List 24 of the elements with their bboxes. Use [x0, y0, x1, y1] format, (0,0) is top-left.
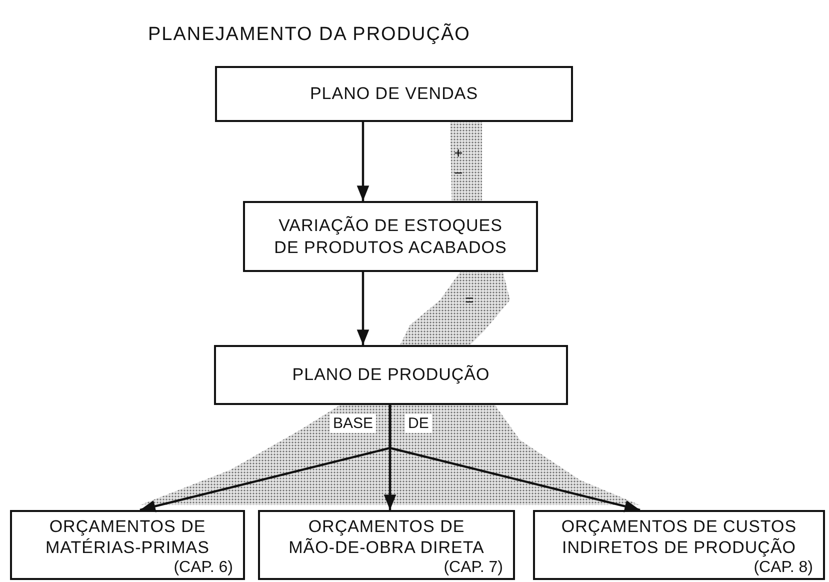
plus-sign: +	[454, 145, 463, 162]
process-box	[258, 510, 515, 580]
arrow	[388, 405, 640, 512]
chapter-note: (CAP. 7)	[444, 558, 504, 576]
flow-label: DE	[405, 414, 432, 433]
diagram-title: PLANEJAMENTO DA PRODUÇÃO	[148, 24, 470, 46]
process-box	[10, 510, 245, 580]
box-label: PLANO DE PRODUÇÃO	[292, 364, 490, 386]
box-label: ORÇAMENTOS DE MÃO-DE-OBRA DIRETA	[288, 516, 486, 558]
chapter-note: (CAP. 8)	[754, 558, 814, 576]
process-box	[215, 66, 573, 122]
arrow	[356, 122, 370, 201]
equals-sign: =	[465, 292, 474, 309]
box-label: ORÇAMENTOS DE CUSTOS INDIRETOS DE PRODUÇÃO	[560, 516, 798, 558]
process-box	[214, 345, 568, 405]
chapter-note: (CAP. 6)	[174, 558, 234, 576]
box-label: ORÇAMENTOS DE MATÉRIAS-PRIMAS	[44, 516, 210, 558]
arrow	[356, 272, 370, 345]
box-label: VARIAÇÃO DE ESTOQUES DE PRODUTOS ACABADOS	[273, 215, 508, 258]
process-box	[243, 201, 538, 272]
box-label: PLANO DE VENDAS	[310, 83, 478, 105]
minus-sign: −	[454, 165, 463, 182]
flow-label: BASE	[330, 414, 376, 433]
process-box	[533, 510, 825, 580]
